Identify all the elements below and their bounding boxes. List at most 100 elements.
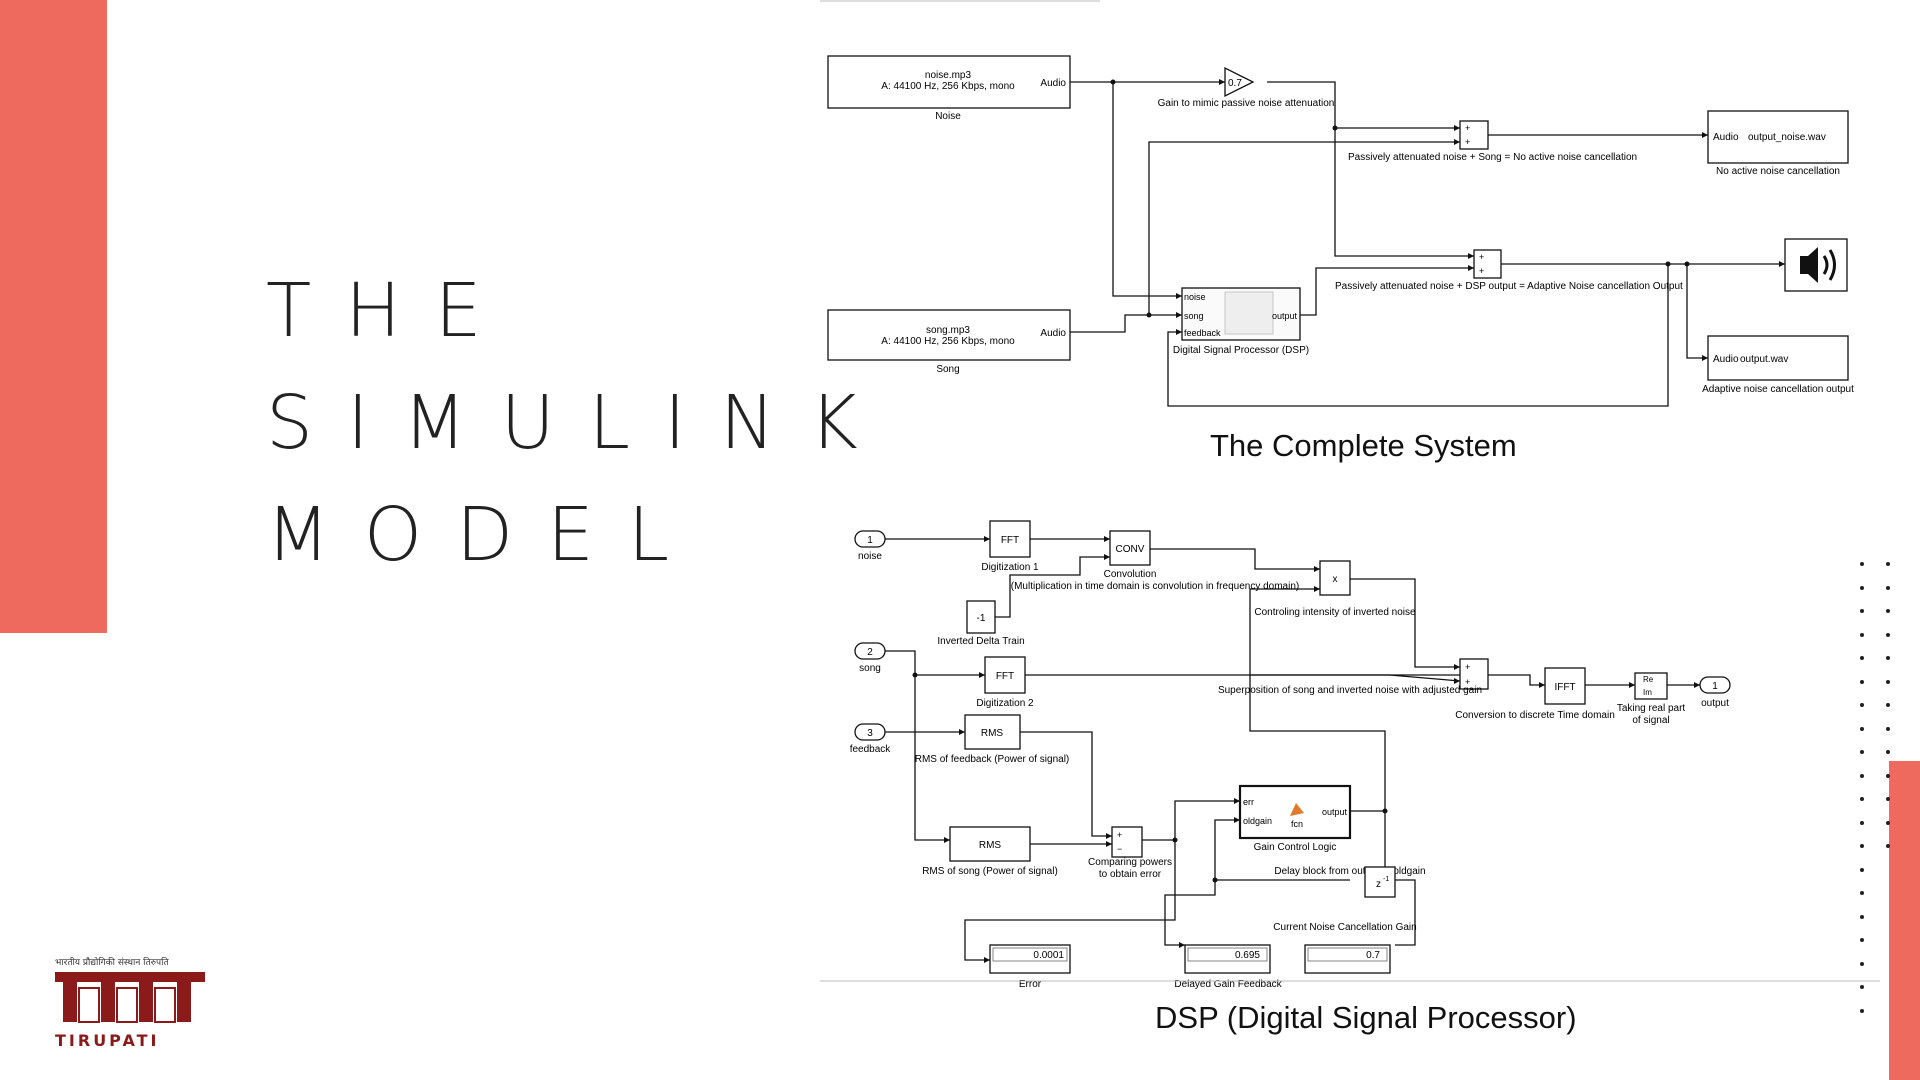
sum-block-1: + + Passively attenuated noise + Song = … — [1348, 120, 1637, 163]
decor-dot — [1886, 750, 1890, 754]
svg-text:RMS of song (Power of signal): RMS of song (Power of signal) — [922, 866, 1058, 877]
accent-bar-right — [1889, 761, 1920, 1080]
svg-text:(Multiplication in time domain: (Multiplication in time domain is convol… — [1011, 581, 1299, 592]
inport-song: 2 song — [854, 642, 886, 674]
svg-text:Im: Im — [1643, 688, 1652, 697]
svg-text:Taking real part: Taking real part — [1617, 703, 1686, 714]
svg-text:−: − — [1117, 844, 1122, 854]
svg-text:Audio: Audio — [1040, 328, 1066, 339]
svg-text:Audio: Audio — [1040, 78, 1066, 89]
wire — [1148, 141, 1460, 315]
matlab-icon — [1290, 803, 1304, 816]
current-gain-display: 0.7 — [1304, 944, 1391, 974]
svg-text:Delay block from output to old: Delay block from output to oldgain — [1274, 866, 1425, 877]
svg-text:No active noise cancellation: No active noise cancellation — [1716, 166, 1840, 177]
rms-feedback-block: RMS RMS of feedback (Power of signal) — [915, 714, 1069, 765]
gain-control-logic-block: err oldgain output fcn Gain Control Logi… — [1238, 784, 1352, 853]
decor-dot — [1860, 914, 1864, 919]
noise-source-block: noise.mp3 A: 44100 Hz, 256 Kbps, mono Au… — [827, 55, 1071, 122]
svg-text:err: err — [1243, 797, 1254, 807]
wire — [1300, 267, 1474, 316]
svg-text:song: song — [859, 663, 881, 674]
svg-text:3: 3 — [867, 728, 873, 739]
svg-text:Gain to mimic passive noise at: Gain to mimic passive noise attenuation — [1158, 98, 1335, 109]
error-display: 0.0001 Error — [989, 944, 1071, 990]
svg-text:output: output — [1701, 698, 1729, 709]
svg-text:0.7: 0.7 — [1228, 78, 1242, 89]
product-block: x Controling intensity of inverted noise — [1254, 560, 1416, 618]
complete-system-diagram: noise.mp3 A: 44100 Hz, 256 Kbps, mono Au… — [827, 55, 1854, 407]
svg-text:+: + — [1479, 266, 1484, 276]
svg-text:FFT: FFT — [996, 671, 1014, 682]
title-line-1: THE — [266, 268, 516, 354]
svg-text:+: + — [1465, 677, 1470, 687]
audio-sink-output: Audio output.wav Adaptive noise cancella… — [1702, 335, 1854, 395]
wire — [1267, 81, 1460, 129]
ifft-block: IFFT Conversion to discrete Time domain — [1455, 667, 1615, 721]
svg-text:Audio: Audio — [1713, 132, 1739, 143]
svg-text:Audio: Audio — [1713, 354, 1739, 365]
svg-text:0.7: 0.7 — [1366, 950, 1380, 961]
svg-text:Current Noise Cancellation Gai: Current Noise Cancellation Gain — [1273, 922, 1416, 933]
decor-dot — [1860, 938, 1864, 942]
svg-text:output: output — [1322, 807, 1348, 817]
svg-text:2: 2 — [867, 647, 873, 658]
decor-dot — [1860, 1008, 1864, 1013]
svg-text:CONV: CONV — [1116, 544, 1145, 555]
inport-feedback: 3 feedback — [850, 723, 892, 755]
decor-dot — [1860, 632, 1864, 637]
svg-text:0.0001: 0.0001 — [1033, 950, 1064, 961]
rms-song-block: RMS RMS of song (Power of signal) — [922, 826, 1058, 877]
svg-text:noise: noise — [858, 551, 882, 562]
fft-block-1: FFT Digitization 1 — [981, 520, 1039, 573]
svg-text:to obtain error: to obtain error — [1099, 869, 1162, 880]
decor-dot — [1886, 679, 1890, 684]
svg-text:Error: Error — [1019, 979, 1042, 990]
delayed-gain-display: 0.695 Delayed Gain Feedback — [1174, 944, 1283, 990]
svg-text:z: z — [1376, 879, 1381, 890]
svg-text:fcn: fcn — [1291, 819, 1303, 829]
dsp-diagram: 1 noise 2 song 3 feedback FFT Digitizati… — [820, 520, 1880, 990]
svg-text:1: 1 — [867, 535, 873, 546]
svg-text:x: x — [1333, 574, 1338, 585]
slide-title: THE SIMULINK MODEL — [266, 255, 892, 591]
svg-text:+: + — [1465, 662, 1470, 672]
svg-text:A: 44100 Hz, 256 Kbps, mono: A: 44100 Hz, 256 Kbps, mono — [881, 81, 1015, 92]
decor-dot — [1886, 703, 1890, 707]
wire — [1686, 264, 1708, 359]
decor-dot — [1860, 797, 1864, 801]
decor-dot — [1860, 562, 1864, 566]
iit-tirupati-logo: भारतीय प्रौद्योगिकी संस्थान तिरुपति TIRU… — [55, 955, 205, 1055]
dot-column — [1860, 562, 1900, 1032]
decor-dot — [1860, 750, 1864, 754]
svg-text:+: + — [1117, 830, 1122, 840]
svg-text:feedback: feedback — [850, 744, 892, 755]
svg-text:0.695: 0.695 — [1235, 950, 1260, 961]
decor-dot — [1886, 562, 1890, 566]
svg-text:output.wav: output.wav — [1740, 354, 1788, 365]
sum-block-2: + + Passively attenuated noise + DSP out… — [1335, 249, 1683, 292]
decor-dot — [1886, 820, 1890, 825]
speaker-icon — [1784, 238, 1848, 292]
decor-dot — [1886, 773, 1890, 778]
svg-text:-1: -1 — [1383, 876, 1389, 883]
constant-block: -1 Inverted Delta Train — [937, 600, 1025, 647]
wire — [1167, 264, 1669, 407]
svg-text:song: song — [1184, 311, 1204, 321]
svg-text:Digitization 2: Digitization 2 — [976, 698, 1034, 709]
svg-text:Adaptive noise cancellation ou: Adaptive noise cancellation output — [1702, 384, 1854, 395]
sum-block: + + Superposition of song and inverted n… — [1218, 658, 1489, 696]
svg-text:Controling intensity of invert: Controling intensity of inverted noise — [1254, 607, 1416, 618]
svg-text:RMS: RMS — [981, 728, 1004, 739]
accent-bar-left — [0, 0, 107, 633]
svg-text:Song: Song — [936, 364, 959, 375]
title-line-2: SIMULINK — [266, 380, 892, 466]
dsp-subsystem-block: noise song feedback output Digital Signa… — [1173, 287, 1309, 356]
svg-text:Re: Re — [1643, 675, 1654, 684]
decor-dot — [1860, 773, 1864, 778]
title-line-3: MODEL — [266, 492, 704, 578]
decor-dot — [1886, 632, 1890, 637]
svg-text:Passively attenuated noise + S: Passively attenuated noise + Song = No a… — [1348, 152, 1637, 163]
svg-text:Comparing powers: Comparing powers — [1088, 857, 1172, 868]
svg-text:output_noise.wav: output_noise.wav — [1748, 132, 1826, 143]
